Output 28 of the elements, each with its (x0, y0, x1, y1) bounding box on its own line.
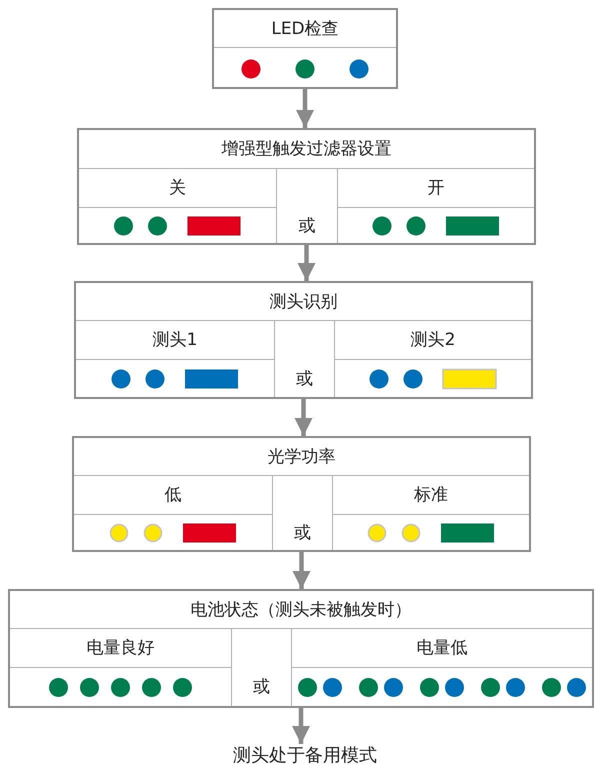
option-label: 低 (164, 485, 182, 505)
option-label: 测头2 (410, 330, 456, 350)
option-label: 标准 (414, 485, 448, 505)
arrow (298, 245, 316, 281)
table-panel (74, 281, 533, 399)
table-panel (8, 589, 594, 708)
or-text: 或 (294, 522, 311, 542)
option-label: 电量低 (416, 638, 468, 658)
table-title: LED检查 (271, 18, 339, 38)
arrow (296, 89, 314, 128)
status-text: 测头处于备用模式 (233, 746, 377, 766)
or-text: 或 (253, 677, 270, 697)
table-title: 电池状态（测头未被触发时） (190, 600, 412, 620)
option-label: 电量良好 (86, 638, 154, 658)
table-panel (212, 8, 398, 89)
table-panel (72, 436, 531, 552)
option-label: 关 (169, 178, 186, 198)
or-text: 或 (298, 216, 316, 236)
arrow (292, 708, 310, 744)
or-text: 或 (296, 368, 313, 388)
table-title: 光学功率 (268, 446, 336, 466)
arrow (294, 399, 312, 436)
table-panel (77, 128, 536, 245)
table-title: 测头识别 (270, 292, 338, 312)
option-label: 开 (428, 178, 444, 198)
option-label: 测头1 (152, 330, 198, 350)
table-title: 增强型触发过滤器设置 (222, 139, 392, 159)
arrow (292, 552, 310, 589)
